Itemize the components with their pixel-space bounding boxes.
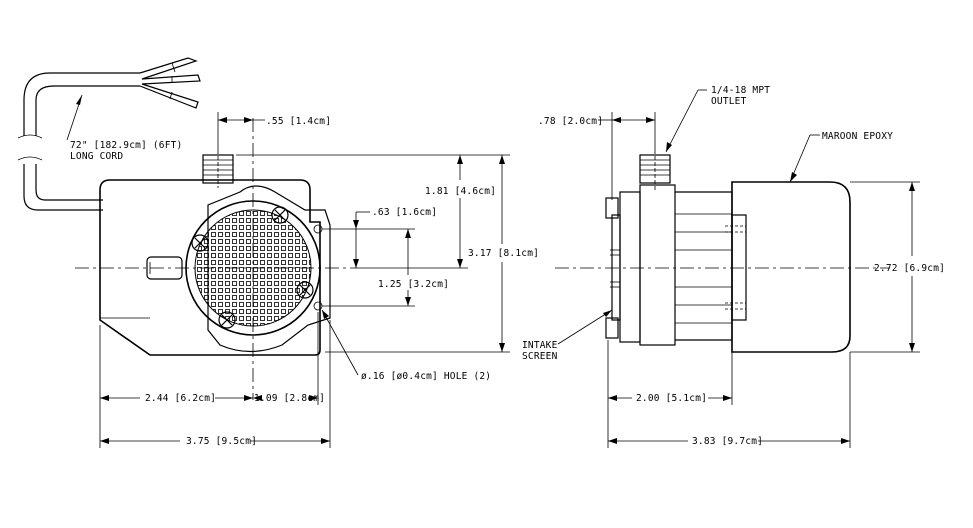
dim-overall-length: 3.83 [9.7cm] bbox=[692, 436, 763, 447]
right-view: 1/4-18 MPT OUTLET .78 [2.0cm] bbox=[522, 85, 945, 448]
dim-center-to-hole: 1.09 [2.8cm] bbox=[254, 393, 325, 404]
intake-label: INTAKE bbox=[522, 340, 558, 351]
dim-hole-top: .63 [1.6cm] bbox=[372, 207, 437, 218]
epoxy-end-cap bbox=[731, 181, 851, 353]
outlet-label-2: OUTLET bbox=[711, 96, 747, 107]
dim-left-to-center: 2.44 [6.2cm] bbox=[145, 393, 216, 404]
outlet-fitting-side bbox=[639, 150, 671, 190]
cord-length-label: 72" [182.9cm] (6FT) bbox=[70, 140, 182, 151]
dim-overall-width: 3.75 [9.5cm] bbox=[186, 436, 257, 447]
outlet-fitting bbox=[202, 150, 234, 188]
screw-right bbox=[296, 281, 314, 299]
epoxy-label: MAROON EPOXY bbox=[822, 131, 893, 142]
cord-length-label-2: LONG CORD bbox=[70, 151, 123, 162]
left-view: 72" [182.9cm] (6FT) LONG CORD bbox=[17, 57, 539, 448]
hole-note: ø.16 [ø0.4cm] HOLE (2) bbox=[361, 371, 491, 382]
dim-base-to-body: 2.00 [5.1cm] bbox=[636, 393, 707, 404]
dim-body-height: 2.72 [6.9cm] bbox=[874, 263, 945, 274]
dim-hole-spacing: 1.25 [3.2cm] bbox=[378, 279, 449, 290]
intake-cap-side bbox=[605, 191, 641, 343]
dim-outlet-offset-left: .55 [1.4cm] bbox=[266, 116, 331, 127]
motor-housing-side bbox=[639, 184, 747, 346]
screw-left bbox=[191, 234, 209, 252]
screw-top-right bbox=[271, 206, 289, 224]
mounting-plate bbox=[207, 185, 331, 353]
intake-label-2: SCREEN bbox=[522, 351, 558, 362]
power-cord bbox=[17, 57, 201, 211]
outlet-label: 1/4-18 MPT bbox=[711, 85, 770, 96]
left-housing bbox=[99, 179, 321, 356]
dim-overall-height: 3.17 [8.1cm] bbox=[468, 248, 539, 259]
screw-bottom-left bbox=[218, 311, 236, 329]
dim-outlet-height: 1.81 [4.6cm] bbox=[425, 186, 496, 197]
dim-outlet-offset-right: .78 [2.0cm] bbox=[538, 116, 603, 127]
